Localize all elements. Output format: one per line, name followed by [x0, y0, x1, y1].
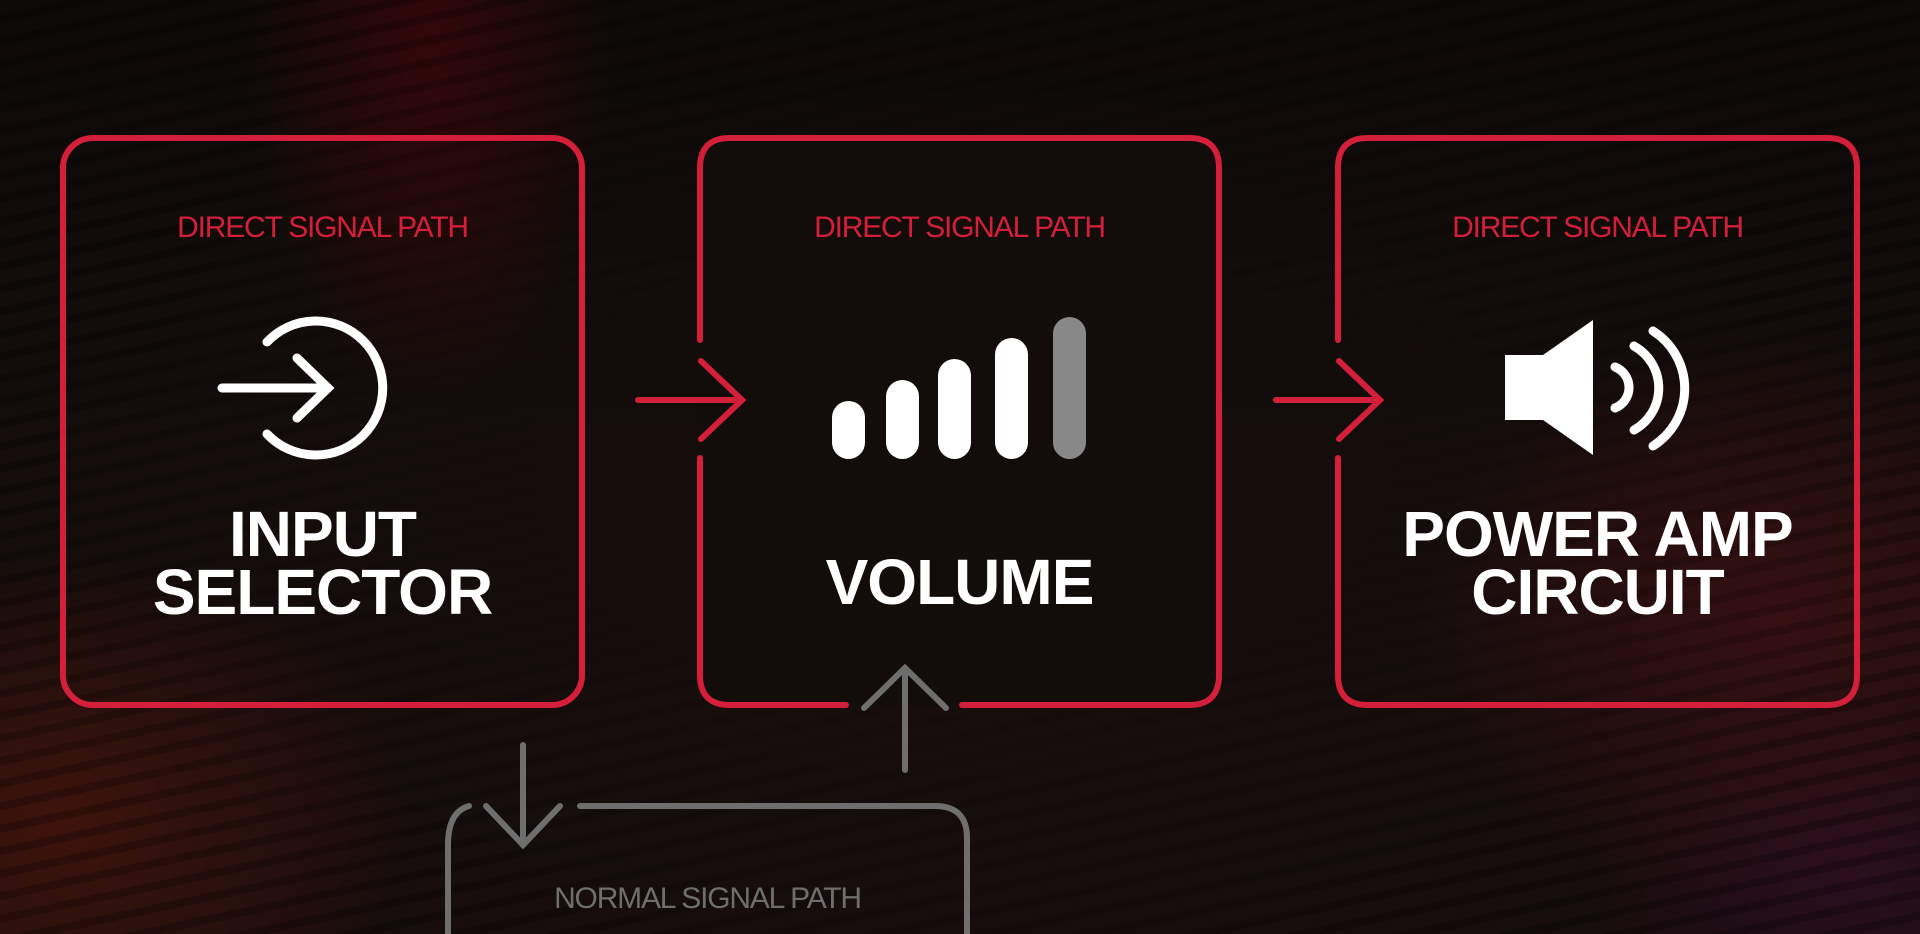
input-selector-title-line-2: SELECTOR [152, 556, 493, 628]
power-amp-title-line-1: POWER AMP [1402, 498, 1793, 570]
power-amp-title: POWER AMP CIRCUIT [1338, 498, 1857, 628]
arrow-volume-to-power-amp [1273, 358, 1385, 442]
volume-title: VOLUME [700, 546, 1219, 618]
input-selector-title-line-1: INPUT [229, 498, 417, 570]
volume-box-outline [697, 135, 1222, 708]
volume-bar-4 [995, 338, 1028, 459]
volume-path-label: DIRECT SIGNAL PATH [814, 211, 1106, 244]
input-selector-box-outline [60, 135, 585, 708]
power-amp-path-label: DIRECT SIGNAL PATH [1452, 211, 1744, 244]
volume-title-line-1: VOLUME [825, 546, 1095, 618]
volume-bar-1 [832, 401, 865, 459]
normal-signal-path-label: NORMAL SIGNAL PATH [554, 882, 862, 915]
volume-bars-icon [832, 317, 1086, 459]
volume-bar-3 [938, 359, 971, 459]
input-selector-path-label: DIRECT SIGNAL PATH [177, 211, 469, 244]
arrow-normal-path-to-volume [861, 663, 949, 773]
power-amp-box-outline [1335, 135, 1860, 708]
arrow-input-to-volume [635, 358, 747, 442]
power-amp-title-line-2: CIRCUIT [1471, 556, 1725, 628]
normal-signal-path-box-outline [445, 803, 970, 934]
input-selector-title: INPUT SELECTOR [63, 498, 582, 628]
input-arrow-circle-icon [217, 316, 388, 460]
speaker-icon [1505, 320, 1690, 455]
arrow-input-to-normal-path [483, 742, 563, 850]
volume-bar-5 [1053, 317, 1086, 459]
volume-bar-2 [886, 380, 919, 459]
